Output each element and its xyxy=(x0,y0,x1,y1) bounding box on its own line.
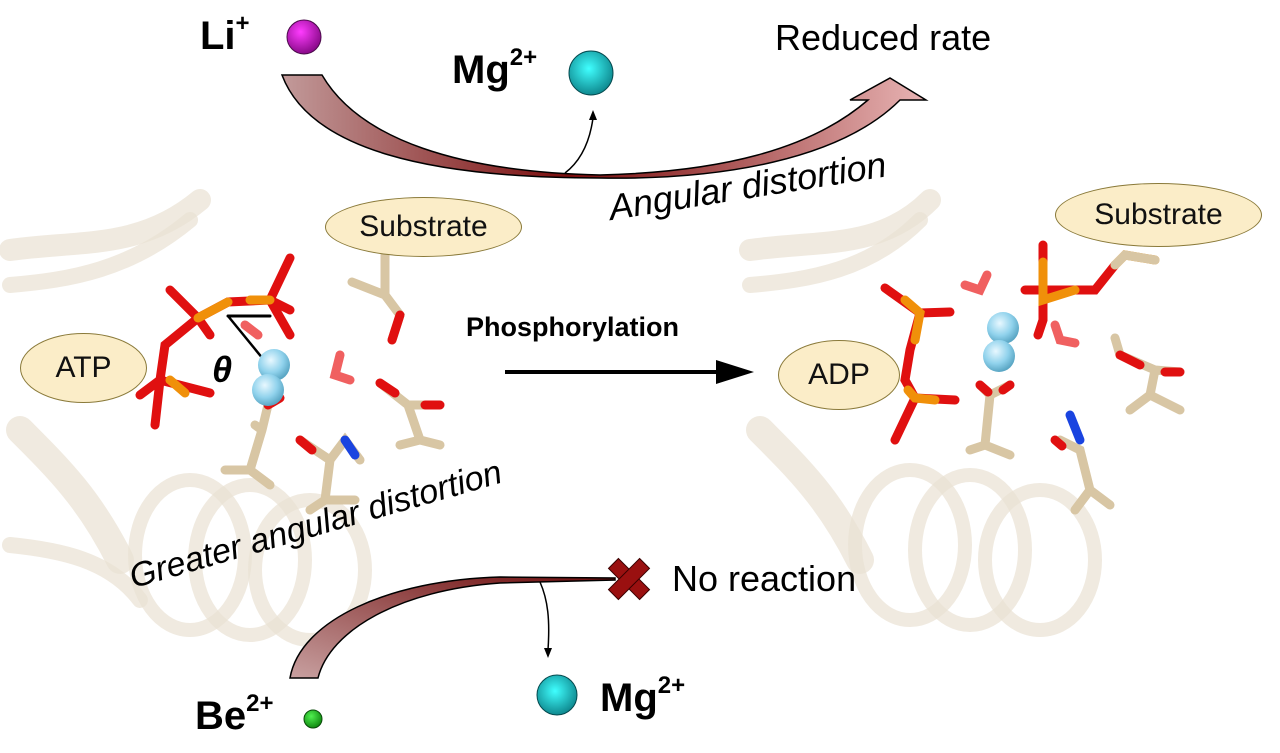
phospho-substrate-right xyxy=(1020,240,1160,340)
protein-ribbon-left xyxy=(0,189,372,647)
residues-left xyxy=(220,378,445,515)
li-symbol: Li xyxy=(200,14,236,58)
substrate-label-left: Substrate xyxy=(325,197,522,257)
mg-ion-label-bottom: Mg2+ xyxy=(600,674,685,720)
distortion-arrow-bottom xyxy=(289,576,616,679)
substrate-molecule-left xyxy=(347,250,405,345)
mg-symbol-bottom: Mg xyxy=(600,676,658,720)
be-ion-label: Be2+ xyxy=(195,692,274,738)
metal-site-right-1 xyxy=(987,312,1019,344)
no-reaction-cross-icon xyxy=(607,557,651,601)
branch-arrow-top xyxy=(564,117,594,174)
water-molecules-left xyxy=(240,320,355,385)
be-ion-sphere xyxy=(303,709,323,729)
li-ion-label: Li+ xyxy=(200,12,250,58)
metal-site-left-2 xyxy=(252,374,284,406)
mg-ion-sphere-bottom xyxy=(536,674,578,716)
residues-right xyxy=(965,333,1185,515)
be-charge: 2+ xyxy=(246,690,274,717)
branch-arrowhead-top xyxy=(589,110,597,120)
branch-arrowhead-bottom xyxy=(544,648,552,658)
no-reaction-label: No reaction xyxy=(672,558,857,599)
protein-ribbon-right xyxy=(739,189,1102,637)
mg-symbol-top: Mg xyxy=(452,48,510,92)
mg-ion-label-top: Mg2+ xyxy=(452,46,537,92)
mg-charge-top: 2+ xyxy=(509,44,538,71)
distortion-arrow-top xyxy=(280,74,929,179)
metal-site-right-2 xyxy=(983,340,1015,372)
branch-arrow-bottom xyxy=(539,581,550,651)
angle-theta-label: θ xyxy=(212,349,233,390)
mg-ion-sphere-top xyxy=(568,50,614,96)
water-molecules-right xyxy=(960,270,1080,348)
mg-charge-bottom: 2+ xyxy=(657,672,686,699)
atp-molecule xyxy=(135,253,295,430)
atp-label: ATP xyxy=(20,333,147,403)
be-symbol: Be xyxy=(195,694,247,738)
phosphorylation-label: Phosphorylation xyxy=(466,312,680,342)
li-ion-sphere xyxy=(286,19,322,55)
reduced-rate-label: Reduced rate xyxy=(775,17,992,58)
metal-site-left-1 xyxy=(258,349,290,381)
phosphorylation-arrowhead xyxy=(716,360,754,384)
adp-molecule xyxy=(880,283,960,445)
substrate-label-right: Substrate xyxy=(1055,183,1262,247)
adp-label: ADP xyxy=(778,340,900,410)
li-charge: + xyxy=(235,10,250,37)
